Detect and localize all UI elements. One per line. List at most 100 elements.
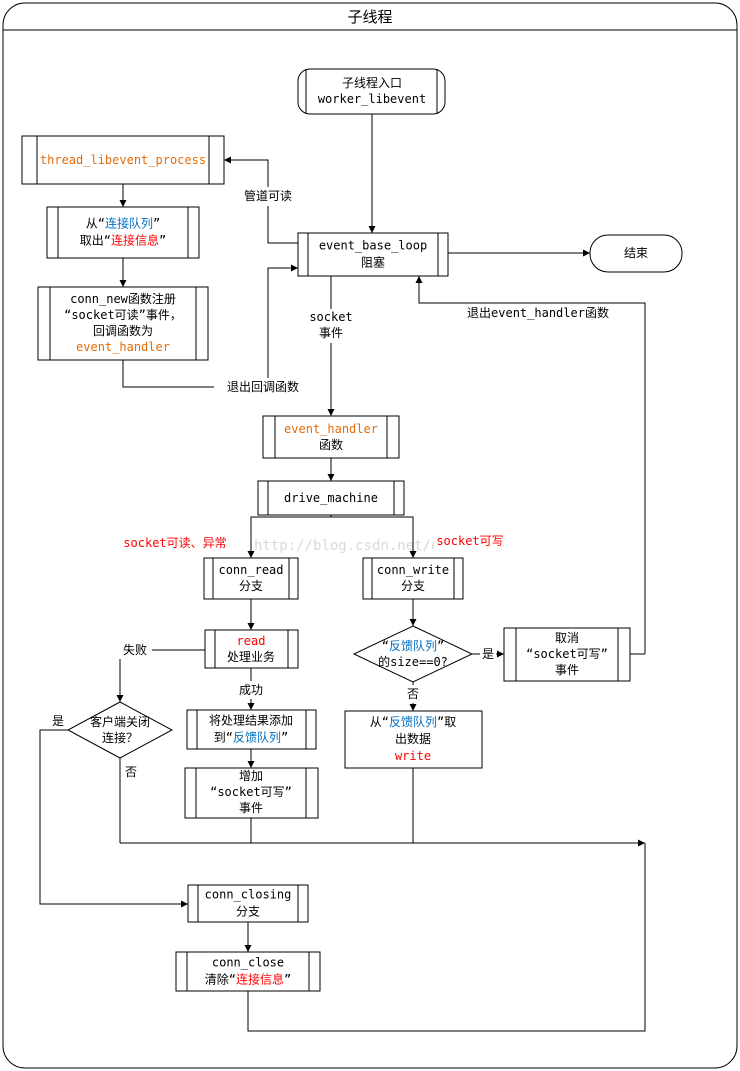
text-run: 的size==0? bbox=[378, 654, 448, 669]
text-run: “socket可写” bbox=[526, 647, 608, 661]
text-run: conn_write bbox=[377, 563, 449, 577]
text-run: 反馈队列 bbox=[389, 638, 437, 653]
text-run: “socket可读”事件， bbox=[64, 308, 182, 322]
text-run: thread_libevent_process bbox=[40, 153, 206, 167]
text-run: conn_close bbox=[212, 956, 284, 970]
edge-return-to-loop bbox=[415, 276, 646, 654]
text-run: ” bbox=[153, 217, 160, 231]
text-run: 取出“ bbox=[80, 234, 111, 248]
conn-closing-node bbox=[187, 884, 309, 923]
text-run: 是 bbox=[52, 714, 64, 728]
watermark: http://blog.csdn.net/educast bbox=[254, 538, 490, 554]
conn-new-label: conn_new函数注册 “socket可读”事件，回调函数为 event_hand… bbox=[64, 291, 182, 354]
text-run: 分支 bbox=[236, 905, 260, 919]
text-run: 结束 bbox=[624, 246, 648, 260]
drive-machine-node bbox=[257, 480, 405, 516]
text-run: 退出event_handler函数 bbox=[467, 305, 609, 320]
text-run: 从“ bbox=[86, 217, 105, 231]
text-run: 连接队列 bbox=[105, 216, 153, 231]
frame-title: 子线程 bbox=[347, 8, 392, 26]
write-out-node bbox=[344, 710, 483, 769]
cancel-write-label: 取消“socket可写”事件 bbox=[526, 631, 608, 677]
add-result-node bbox=[186, 709, 317, 750]
conn-read-node bbox=[203, 557, 299, 600]
text-run: ” bbox=[281, 731, 288, 745]
edge-close-to-right bbox=[247, 843, 646, 1032]
text-run: 到“ bbox=[214, 731, 233, 745]
text-run: socket可读、异常 bbox=[123, 536, 226, 550]
text-run: 增加 bbox=[239, 769, 263, 783]
text-run: 连接信息 bbox=[111, 233, 159, 248]
text-run: read bbox=[237, 634, 266, 648]
conn-write-label: conn_write 分支 bbox=[377, 563, 449, 593]
add-write-node bbox=[184, 767, 319, 819]
text-run: worker_libevent bbox=[318, 92, 426, 106]
read-process-node bbox=[204, 629, 299, 669]
text-run: 出数据 bbox=[395, 731, 431, 746]
end-node bbox=[589, 234, 683, 273]
text-run: ”取 bbox=[437, 715, 456, 729]
text-run: 否 bbox=[407, 687, 419, 701]
text-run: drive_machine bbox=[284, 491, 378, 505]
thread-process-node bbox=[21, 135, 225, 185]
edge-label-read-exception: socket可读、异常 bbox=[123, 536, 226, 550]
cancel-write-node bbox=[503, 627, 631, 682]
edge-label-pipe-readable: 管道可读 bbox=[244, 188, 292, 203]
text-run: 反馈队列 bbox=[389, 714, 437, 729]
text-run: 分支 bbox=[401, 579, 425, 593]
text-run: ” bbox=[159, 234, 166, 248]
text-run: ” bbox=[437, 639, 444, 653]
text-run: write bbox=[395, 749, 431, 763]
conn-write-node bbox=[362, 557, 464, 600]
text-run: “socket可写” bbox=[210, 785, 292, 799]
edge-label-writable: socket可写 bbox=[436, 534, 503, 548]
text-run: “ bbox=[382, 639, 389, 653]
edge-drive-to-write bbox=[331, 516, 417, 558]
text-run: 客户端关闭 bbox=[90, 714, 150, 729]
event-loop-node bbox=[297, 232, 449, 277]
text-run: conn_new函数注册 bbox=[70, 291, 176, 306]
edge-label-exit-handler: 退出event_handler函数 bbox=[467, 305, 609, 320]
edge-label-yes-closed: 是 bbox=[52, 714, 64, 728]
text-run: 回调函数为 bbox=[93, 323, 153, 338]
text-run: 成功 bbox=[239, 683, 263, 697]
text-run: 分支 bbox=[239, 579, 263, 593]
write-out-label: 从“反馈队列”取出数据 write bbox=[370, 714, 456, 763]
text-run: 从“ bbox=[370, 715, 389, 729]
client-closed-label: 客户端关闭连接？ bbox=[90, 714, 150, 745]
text-run: 阻塞 bbox=[361, 255, 385, 270]
take-conn-node bbox=[46, 206, 200, 259]
entry-node bbox=[297, 68, 446, 115]
text-run: 连接？ bbox=[102, 730, 138, 745]
text-run: 清除“ bbox=[205, 972, 236, 987]
conn-new-node bbox=[37, 286, 209, 361]
text-run: 失败 bbox=[123, 642, 147, 657]
text-run: 事件 bbox=[319, 326, 343, 340]
edge-label-exit-callback: 退出回调函数 bbox=[227, 379, 299, 394]
queue-empty-label: “反馈队列”的size==0? bbox=[378, 638, 448, 669]
edge-label-success: 成功 bbox=[239, 683, 263, 697]
text-run: 事件 bbox=[555, 663, 579, 677]
edge-label-fail: 失败 bbox=[123, 642, 147, 657]
text-run: event_handler bbox=[76, 340, 170, 354]
edge-drive-to-read bbox=[247, 515, 332, 558]
text-run: event_base_loop bbox=[319, 239, 427, 253]
take-conn-label: 从“连接队列”取出“连接信息” bbox=[80, 216, 166, 248]
add-write-label: 增加“socket可写”事件 bbox=[210, 769, 292, 815]
queue-empty-decision bbox=[352, 625, 474, 683]
text-run: socket可写 bbox=[436, 534, 503, 548]
drive-machine-label: drive_machine bbox=[284, 491, 378, 505]
edge-label-no-closed: 否 bbox=[125, 765, 137, 779]
edge-label-no-queue: 否 bbox=[407, 687, 419, 701]
add-result-label: 将处理结果添加到“反馈队列” bbox=[209, 714, 293, 745]
edge-label-yes-queue: 是 bbox=[482, 647, 494, 661]
conn-close-node bbox=[175, 951, 321, 992]
